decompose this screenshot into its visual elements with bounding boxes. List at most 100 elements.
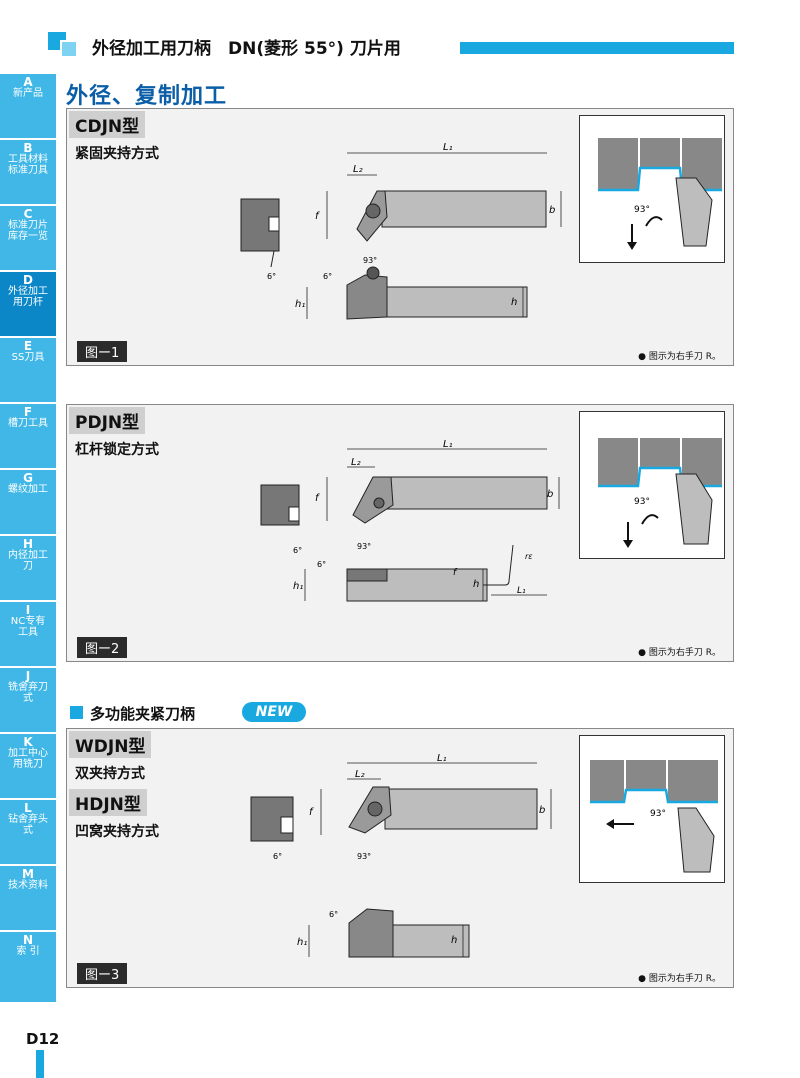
cutting-direction-diagram: 93°: [579, 411, 725, 559]
svg-text:b: b: [547, 489, 553, 500]
pdjn-drawing: 6° L₁ L₂ f b 93° h₁ h 6° rε L₁ f: [260, 439, 560, 602]
new-badge: NEW: [242, 702, 306, 722]
multifunction-title: 多功能夹紧刀柄: [90, 705, 196, 723]
clamping-method-2: 凹窝夹持方式: [75, 824, 159, 840]
sidebar-tab-letter: H: [22, 537, 34, 551]
svg-text:h₁: h₁: [295, 299, 305, 310]
figure-label: 图ー2: [77, 637, 128, 658]
sidebar-tab-letter: B: [23, 141, 33, 155]
svg-text:h: h: [473, 579, 479, 590]
sidebar-tab-letter: I: [25, 603, 31, 617]
section-title: 外径、复制加工: [66, 84, 228, 109]
sidebar-tab-letter: F: [23, 405, 33, 419]
svg-text:h: h: [451, 935, 457, 946]
svg-text:f: f: [453, 568, 458, 578]
svg-text:L₁: L₁: [437, 753, 447, 764]
page-number: D12: [26, 1030, 60, 1048]
clamping-method: 杠杆锁定方式: [75, 442, 159, 458]
page-number-bar: [36, 1050, 44, 1078]
right-hand-note: ● 图示为右手刀 R。: [638, 648, 721, 658]
svg-text:h₁: h₁: [297, 937, 307, 948]
sidebar-tab-label: 工具材料 标准刀具: [8, 154, 48, 176]
sidebar-tab-label: 标准刀片 库存一览: [8, 220, 48, 242]
sidebar-tab-label: 内径加工刀: [8, 550, 48, 572]
svg-text:93°: 93°: [357, 852, 371, 861]
clamping-method: 双夹持方式: [75, 766, 145, 782]
holder-type-label: CDJN型: [69, 111, 146, 138]
figure-label: 图ー1: [77, 341, 128, 362]
sidebar-tab-letter: A: [23, 75, 33, 89]
svg-text:f: f: [315, 211, 320, 222]
sidebar-tab-label: 外径加工 用刀杆: [8, 286, 48, 308]
svg-text:b: b: [549, 205, 555, 216]
svg-text:L₂: L₂: [355, 769, 365, 780]
svg-text:L₂: L₂: [353, 164, 363, 175]
svg-text:6°: 6°: [317, 560, 326, 569]
right-hand-note: ● 图示为右手刀 R。: [638, 352, 721, 362]
sidebar-tab-label: 槽刀工具: [8, 418, 48, 429]
svg-text:93°: 93°: [357, 542, 371, 551]
sidebar-tab-label: 加工中心用铣刀: [8, 748, 48, 770]
svg-text:6°: 6°: [273, 852, 282, 861]
cdjn-drawing: 6° L₁ L₂ f b 93° h₁ h 6°: [240, 142, 562, 320]
sidebar-tab-label: 技术资料: [8, 880, 48, 891]
sidebar-tab-letter: K: [23, 735, 33, 749]
sidebar-tab-letter: E: [23, 339, 33, 353]
svg-text:L₁: L₁: [443, 142, 453, 153]
sidebar-tab-label: NC专有工具: [10, 616, 46, 638]
svg-text:rε: rε: [525, 552, 533, 561]
sidebar-tab-letter: M: [22, 867, 34, 881]
wdjn-drawing: 6° L₁ L₂ f b 93° h₁ h 6°: [250, 753, 552, 958]
svg-text:6°: 6°: [329, 910, 338, 919]
svg-text:93°: 93°: [650, 809, 666, 819]
header-square-light: [60, 40, 78, 58]
svg-text:93°: 93°: [634, 497, 650, 507]
sidebar-tab-label: 新产品: [13, 88, 43, 99]
cutting-direction-diagram: 93°: [579, 735, 725, 883]
svg-text:h₁: h₁: [293, 581, 303, 592]
svg-text:L₁: L₁: [517, 586, 526, 596]
sidebar-tab-label: 索 引: [16, 946, 40, 957]
clamping-method: 紧固夹持方式: [75, 146, 159, 162]
sidebar-tab-letter: C: [23, 207, 33, 221]
sidebar-tab-letter: G: [23, 471, 33, 485]
svg-text:6°: 6°: [323, 272, 332, 281]
holder-type-label: WDJN型: [69, 731, 152, 758]
sidebar-tab-letter: N: [22, 933, 34, 947]
holder-type-label-2: HDJN型: [69, 789, 147, 816]
svg-text:6°: 6°: [293, 546, 302, 555]
svg-text:6°: 6°: [267, 272, 276, 281]
multifunction-square: [70, 706, 83, 719]
cutting-direction-diagram: 93°: [579, 115, 725, 263]
sidebar-tab-label: 铣舍弃刀式: [8, 682, 48, 704]
svg-text:93°: 93°: [634, 205, 650, 215]
svg-text:93°: 93°: [363, 256, 377, 265]
svg-text:h: h: [511, 297, 517, 308]
header-accent-bar: [460, 42, 734, 54]
svg-text:L₁: L₁: [443, 439, 453, 450]
page-header-title: 外径加工用刀柄 DN(菱形 55°) 刀片用: [92, 39, 401, 59]
holder-type-label: PDJN型: [69, 407, 146, 434]
panel-wdjn-hdjn: WDJN型 双夹持方式 HDJN型 凹窝夹持方式 6° L₁ L₂ f b 93…: [66, 728, 734, 988]
sidebar-tab-letter: L: [24, 801, 32, 815]
sidebar-tab-label: 螺纹加工: [8, 484, 48, 495]
svg-text:f: f: [315, 493, 320, 504]
right-hand-note: ● 图示为右手刀 R。: [638, 974, 721, 984]
panel-cdjn: CDJN型 紧固夹持方式 6° L₁ L₂ f b 93° h₁ h 6°: [66, 108, 734, 366]
sidebar-tab-label: 钻舍弃头式: [8, 814, 48, 836]
svg-text:b: b: [539, 805, 545, 816]
